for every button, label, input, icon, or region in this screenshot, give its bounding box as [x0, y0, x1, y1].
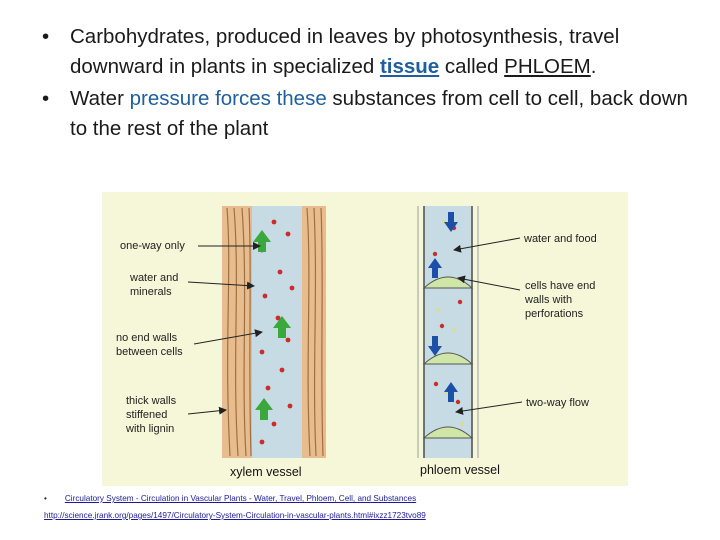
leader-two-way [455, 401, 523, 415]
label-no-end-walls-2: between cells [116, 346, 183, 358]
sieve-plate [422, 426, 474, 439]
upward-arrow-icon [273, 316, 291, 338]
xylem-vessel [222, 206, 326, 458]
upward-arrow-icon [428, 258, 442, 278]
bullet-dot: • [42, 25, 50, 48]
leader-end-walls [457, 275, 521, 291]
leader-thick-walls [187, 406, 227, 415]
bullet1-text-3: . [590, 55, 597, 78]
leader-water-minerals [187, 281, 255, 290]
downward-arrow-icon [444, 212, 458, 232]
leader-water-food [453, 237, 521, 253]
bullet-dot: • [42, 87, 50, 110]
label-one-way: one-way only [120, 240, 185, 252]
bullet-list: • Carbohydrates, produced in leaves by p… [42, 22, 692, 146]
tissue-link[interactable]: tissue [379, 55, 440, 78]
bullet1-text: Carbohydrates, produced in leaves by pho… [70, 25, 620, 78]
bullet-carbohydrates: • Carbohydrates, produced in leaves by p… [42, 22, 692, 82]
pressure-highlight: pressure forces these [129, 87, 327, 110]
label-end-walls-1: cells have end [525, 280, 595, 292]
bullet-water-pressure: • Water pressure forces these substances… [42, 84, 692, 144]
citation-line: • Circulatory System - Circulation in Vas… [44, 490, 694, 507]
downward-arrow-icon [428, 336, 442, 356]
label-water-minerals-1: water and [129, 272, 178, 284]
phloem-vessel [417, 206, 479, 458]
label-thick-walls-1: thick walls [126, 395, 177, 407]
citation-bullet: • [44, 494, 47, 503]
citation-url-line: http://science.jrank.org/pages/1497/Circ… [44, 507, 694, 524]
citation-link[interactable]: Circulatory System - Circulation in Vasc… [64, 494, 417, 503]
label-water-food: water and food [523, 233, 597, 245]
sieve-plate [422, 352, 474, 365]
phloem-lumen [424, 206, 472, 458]
xylem-wall-left [222, 206, 252, 458]
source-citation: • Circulatory System - Circulation in Vas… [44, 490, 694, 524]
bullet1-text-2: called [439, 55, 505, 78]
label-thick-walls-3: with lignin [125, 423, 174, 435]
leader-no-end-walls [193, 329, 263, 345]
label-end-walls-2: walls with [524, 294, 572, 306]
caption-phloem: phloem vessel [420, 463, 500, 477]
vessel-diagram: one-way only water and minerals no end w… [102, 192, 628, 486]
label-two-way: two-way flow [526, 397, 589, 409]
label-no-end-walls-1: no end walls [116, 332, 178, 344]
label-thick-walls-2: stiffened [126, 409, 167, 421]
upward-arrow-icon [253, 230, 271, 252]
citation-url[interactable]: http://science.jrank.org/pages/1497/Circ… [44, 511, 426, 520]
bullet2-text-2: substances from cell to cell, back down … [70, 87, 688, 140]
diagram-background [102, 192, 628, 486]
label-water-minerals-2: minerals [130, 286, 172, 298]
phloem-term: PHLOEM [504, 55, 591, 78]
caption-xylem: xylem vessel [230, 465, 302, 479]
upward-arrow-icon [255, 398, 273, 420]
bullet2-text: Water [70, 87, 130, 110]
upward-arrow-icon [444, 382, 458, 402]
label-end-walls-3: perforations [525, 308, 584, 320]
